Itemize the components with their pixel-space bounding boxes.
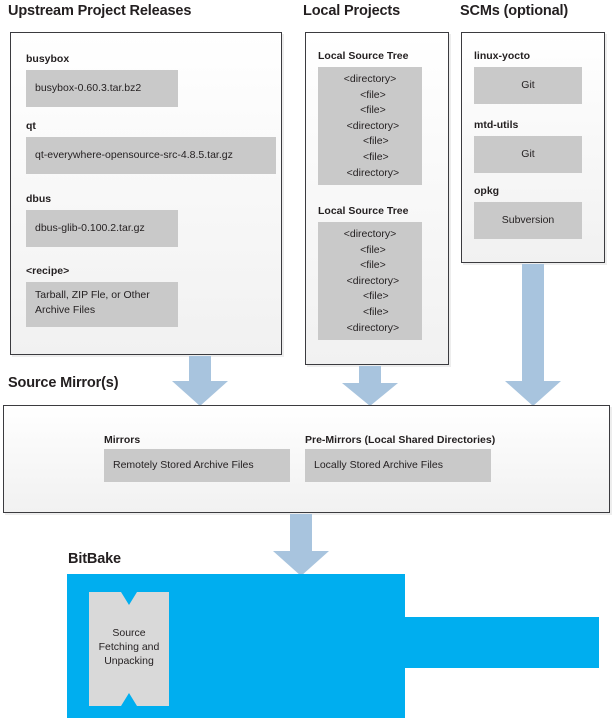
column-title-local-projects: Local Projects (303, 3, 401, 19)
arrow-upstream-to-mirrors (170, 356, 230, 406)
column-title-scms: SCMs (optional) (460, 3, 569, 19)
group-label-mirrors: Mirrors (104, 434, 141, 446)
group-label-qt: qt (26, 120, 36, 132)
chip-busybox-tarball: busybox-0.60.3.tar.bz2 (26, 70, 178, 107)
chip-remotely-stored-archive-files: Remotely Stored Archive Files (104, 449, 290, 482)
chip-local-source-tree-1: <directory> <file> <file> <directory> <f… (318, 67, 422, 185)
group-label-linux-yocto: linux-yocto (474, 50, 531, 62)
chip-locally-stored-archive-files: Locally Stored Archive Files (305, 449, 491, 482)
group-label-dbus: dbus (26, 193, 52, 205)
arrow-scms-to-mirrors (503, 264, 563, 406)
group-label-pre-mirrors: Pre-Mirrors (Local Shared Directories) (305, 434, 496, 446)
chip-dbus-tarball: dbus-glib-0.100.2.tar.gz (26, 210, 178, 247)
chip-recipe-archive-types: Tarball, ZIP Fle, or Other Archive Files (26, 282, 178, 327)
chip-linux-yocto-scm: Git (474, 67, 582, 104)
group-label-recipe: <recipe> (26, 265, 70, 277)
bitbake-block (67, 574, 599, 718)
group-label-busybox: busybox (26, 53, 70, 65)
group-label-local-source-tree-2: Local Source Tree (318, 205, 409, 217)
bitbake-task-label: Source Fetching and Unpacking (98, 627, 160, 667)
group-label-opkg: opkg (474, 185, 500, 197)
section-title-source-mirrors: Source Mirror(s) (8, 375, 119, 391)
arrow-local-projects-to-mirrors (340, 366, 400, 406)
chip-opkg-scm: Subversion (474, 202, 582, 239)
group-label-local-source-tree-1: Local Source Tree (318, 50, 409, 62)
arrow-mirrors-to-bitbake (271, 514, 331, 576)
chip-local-source-tree-2: <directory> <file> <file> <directory> <f… (318, 222, 422, 340)
column-title-upstream: Upstream Project Releases (8, 3, 192, 19)
chip-qt-tarball: qt-everywhere-opensource-src-4.8.5.tar.g… (26, 137, 276, 174)
section-title-bitbake: BitBake (68, 551, 121, 567)
chip-mtd-utils-scm: Git (474, 136, 582, 173)
bitbake-task-source-fetching-and-unpacking: Source Fetching and Unpacking (89, 592, 169, 706)
group-label-mtd-utils: mtd-utils (474, 119, 519, 131)
